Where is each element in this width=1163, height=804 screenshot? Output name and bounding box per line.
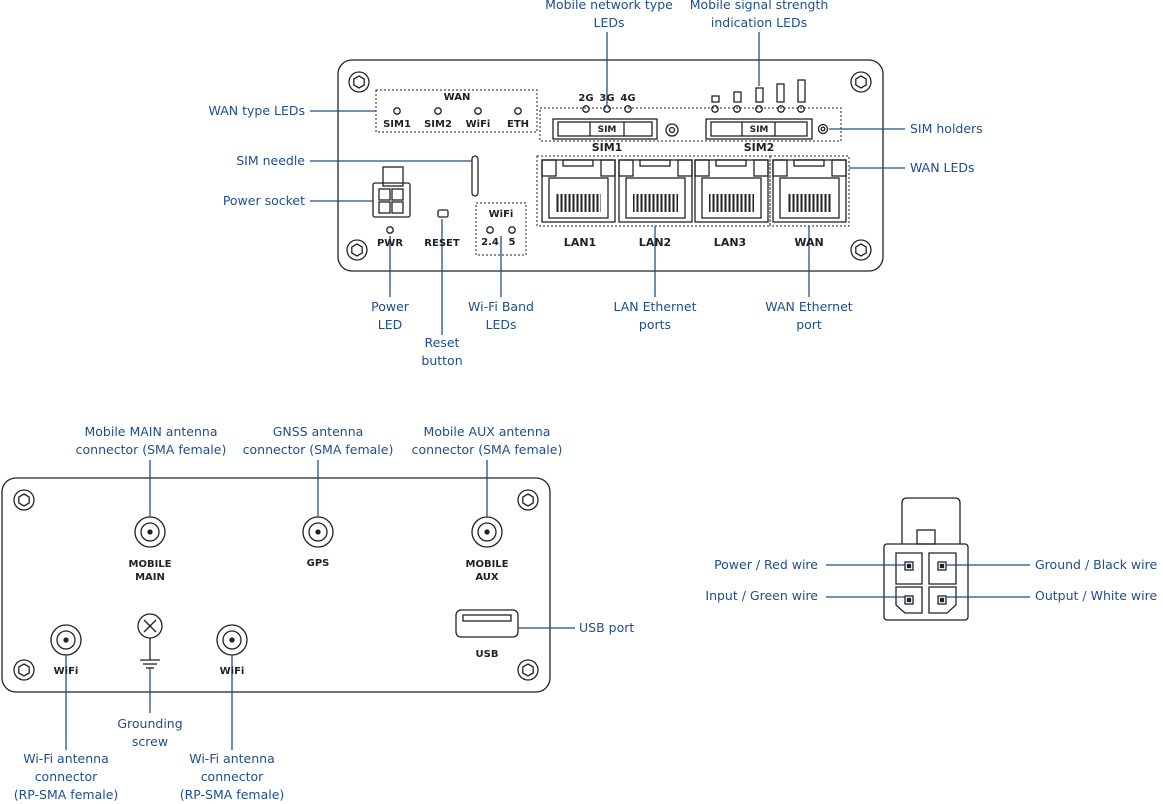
reset-button	[437, 209, 449, 218]
wan-type-label-wifi: WiFi	[465, 119, 491, 130]
callout-mobile-aux-antenna: Mobile AUX antenna connector (SMA female…	[411, 424, 563, 457]
wan-type-label-sim2: SIM2	[424, 119, 452, 130]
callout-wan-ethernet-port: WAN Ethernet port	[765, 299, 853, 332]
front-panel	[337, 59, 884, 272]
sim-needle-slot	[471, 155, 479, 197]
callout-wifi-antenna-left: Wi-Fi antenna connector (RP-SMA female)	[13, 751, 119, 802]
wifi-band-led-group	[475, 202, 527, 256]
wifi-band-title: WiFi	[488, 209, 514, 220]
sim1-holder	[552, 118, 658, 140]
led-3g	[603, 105, 611, 113]
back-corner-screws	[13, 489, 539, 681]
gps-label: GPS	[306, 558, 330, 569]
power-connector-pinout	[883, 497, 969, 621]
callout-sim-needle: SIM needle	[236, 153, 305, 168]
sim1-label: SIM1	[591, 141, 623, 154]
wifi-right-label: WiFi	[219, 666, 245, 677]
port-label-wan: WAN	[794, 236, 824, 249]
sim1-slot-label: SIM	[597, 125, 617, 135]
port-lan3	[694, 159, 769, 223]
callout-ground-black-wire: Ground / Black wire	[1035, 557, 1158, 572]
network-type-label-3g: 3G	[599, 93, 615, 104]
back-panel	[1, 477, 551, 693]
callout-wifi-band-leds: Wi-Fi Band LEDs	[468, 299, 534, 332]
callout-wan-type-leds: WAN type LEDs	[208, 103, 305, 118]
led-4g	[624, 105, 632, 113]
reset-label: RESET	[424, 238, 460, 249]
callout-grounding-screw: Grounding screw	[117, 716, 183, 749]
usb-port	[455, 609, 519, 638]
port-label-lan1: LAN1	[563, 236, 597, 249]
callout-power-led: Power LED	[371, 299, 409, 332]
sim2-slot-label: SIM	[749, 125, 769, 135]
usb-label: USB	[475, 649, 499, 660]
wan-type-label-eth: ETH	[506, 119, 530, 130]
power-socket	[372, 166, 411, 218]
power-led	[386, 226, 394, 234]
network-type-label-2g: 2G	[578, 93, 594, 104]
grounding-screw	[137, 613, 163, 669]
callout-wan-leds: WAN LEDs	[910, 160, 975, 175]
wan-type-label-sim1: SIM1	[383, 119, 411, 130]
leader-lines	[65, 32, 1030, 750]
wifi-left-label: WiFi	[53, 666, 79, 677]
callout-power-socket: Power socket	[222, 193, 305, 208]
callout-reset-button: Reset button	[421, 335, 463, 368]
callout-mobile-main-antenna: Mobile MAIN antenna connector (SMA femal…	[75, 424, 227, 457]
network-type-label-4g: 4G	[620, 93, 636, 104]
sim2-label: SIM2	[743, 141, 775, 154]
callout-mobile-signal-strength-leds: Mobile signal strength indication LEDs	[689, 0, 829, 30]
callout-output-white-wire: Output / White wire	[1035, 588, 1158, 603]
callout-power-red-wire: Power / Red wire	[714, 557, 818, 572]
port-lan1	[541, 159, 616, 223]
led-2g	[582, 105, 590, 113]
wifi-band-24-label: 2.4	[481, 237, 499, 248]
callout-usb-port: USB port	[579, 620, 635, 635]
callout-input-green-wire: Input / Green wire	[705, 588, 818, 603]
port-wan	[772, 159, 847, 223]
port-label-lan2: LAN2	[638, 236, 672, 249]
port-label-lan3: LAN3	[713, 236, 747, 249]
callout-wifi-antenna-right: Wi-Fi antenna connector (RP-SMA female)	[179, 751, 285, 802]
front-corner-screws	[346, 71, 872, 261]
port-lan2	[618, 159, 693, 223]
mobile-aux-label: MOBILE AUX	[465, 559, 509, 583]
callout-mobile-network-type-leds: Mobile network type LEDs	[545, 0, 673, 30]
mobile-main-label: MOBILE MAIN	[128, 559, 172, 583]
wan-title-label: WAN	[443, 92, 471, 103]
callout-sim-holders: SIM holders	[910, 121, 983, 136]
sim2-holder	[705, 118, 813, 140]
wifi-band-5-label: 5	[508, 237, 516, 248]
pwr-label: PWR	[376, 238, 404, 249]
callout-gnss-antenna: GNSS antenna connector (SMA female)	[242, 424, 394, 457]
ethernet-ports	[541, 159, 847, 223]
callout-lan-ethernet-ports: LAN Ethernet ports	[613, 299, 697, 332]
